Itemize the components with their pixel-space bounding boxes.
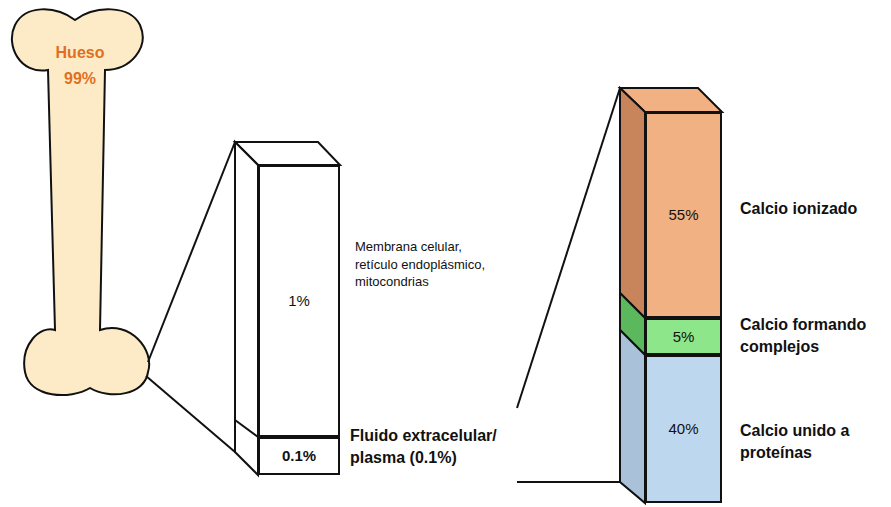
category-label: Calcio ionizado: [740, 198, 880, 220]
node-text: 40%: [668, 417, 698, 441]
bone-label-box: Hueso99%: [35, 36, 125, 96]
note-text: Membrana celular, retículo endoplásmico,…: [355, 238, 507, 291]
category-label: Calcio unido a proteínas: [740, 420, 875, 463]
bone-drawing: [12, 9, 149, 395]
bar-side-face: [235, 142, 258, 475]
node-text: 0.1%: [282, 444, 316, 468]
zoom-line: [146, 376, 235, 452]
zoom-line: [517, 481, 620, 483]
node-text: 99%: [64, 66, 96, 92]
bar-segment: 5%: [645, 318, 722, 355]
bar-segment: 40%: [645, 355, 722, 503]
node-text: 1%: [288, 289, 310, 313]
category-label: Calcio formando complejos: [740, 314, 875, 357]
zoom-line: [517, 88, 620, 408]
bar-side-divider: [235, 420, 258, 437]
bar-side-face: [620, 88, 645, 318]
bar-side-face: [620, 330, 645, 503]
node-text: 55%: [668, 203, 698, 227]
zoom-line: [148, 142, 235, 362]
bar-segment: 55%: [645, 112, 722, 318]
node-text: 5%: [673, 325, 695, 349]
bar-segment: 1%: [258, 165, 340, 437]
section-label: Fluido extracelular/ plasma (0.1%): [350, 425, 515, 468]
node-text: Hueso: [56, 40, 105, 66]
bar-segment: 0.1%: [258, 437, 340, 475]
